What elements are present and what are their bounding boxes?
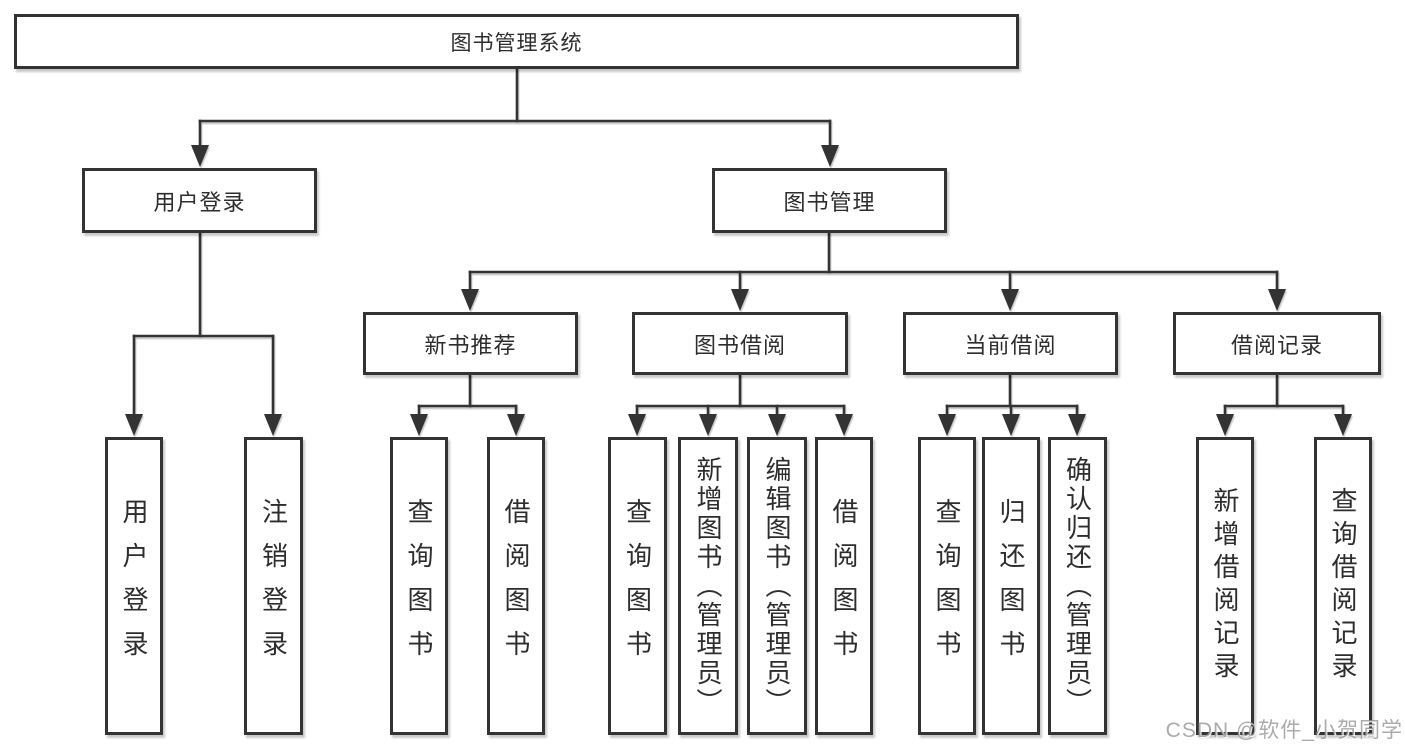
leaf-confirm-return-admin: 确认归还（管理员） xyxy=(1048,437,1107,735)
leaf-label: 新增借阅记录 xyxy=(1210,487,1240,685)
leaf-query-books: 查询图书 xyxy=(390,437,448,735)
node-library-management-system: 图书管理系统 xyxy=(14,14,1019,69)
leaf-query-books: 查询图书 xyxy=(608,437,667,735)
leaf-add-borrow-record: 新增借阅记录 xyxy=(1196,437,1254,735)
node-label: 新书推荐 xyxy=(424,332,517,358)
node-label: 用户登录 xyxy=(153,189,246,215)
leaf-borrow-books: 借阅图书 xyxy=(487,437,545,735)
leaf-borrow-books: 借阅图书 xyxy=(815,437,873,735)
node-borrowing-records: 借阅记录 xyxy=(1173,312,1381,375)
leaf-label: 查询图书 xyxy=(404,498,434,674)
node-book-borrowing: 图书借阅 xyxy=(632,312,848,375)
leaf-label: 新增图书（管理员） xyxy=(693,455,723,717)
leaf-label: 查询借阅记录 xyxy=(1328,487,1358,685)
node-current-borrowing: 当前借阅 xyxy=(903,312,1118,375)
leaf-label: 归还图书 xyxy=(996,498,1026,674)
node-new-book-recommendation: 新书推荐 xyxy=(363,312,578,375)
leaf-label: 用户登录 xyxy=(119,498,149,674)
node-label: 借阅记录 xyxy=(1230,332,1323,358)
leaf-label: 编辑图书（管理员） xyxy=(762,455,792,717)
node-label: 图书管理 xyxy=(783,189,876,215)
leaf-label: 确认归还（管理员） xyxy=(1062,455,1093,717)
leaf-label: 借阅图书 xyxy=(501,498,531,674)
leaf-label: 注销登录 xyxy=(258,498,289,674)
node-user-login: 用户登录 xyxy=(82,168,317,233)
leaf-label: 查询图书 xyxy=(932,498,962,674)
node-label: 图书管理系统 xyxy=(450,31,583,55)
node-label: 当前借阅 xyxy=(964,332,1057,358)
node-label: 图书借阅 xyxy=(693,332,786,358)
leaf-label: 借阅图书 xyxy=(829,498,859,674)
leaf-logout: 注销登录 xyxy=(244,437,303,735)
leaf-label: 查询图书 xyxy=(622,498,653,674)
leaf-query-books: 查询图书 xyxy=(918,437,976,735)
leaf-edit-books-admin: 编辑图书（管理员） xyxy=(747,437,807,735)
leaf-return-books: 归还图书 xyxy=(982,437,1040,735)
leaf-query-borrow-record: 查询借阅记录 xyxy=(1314,437,1372,735)
leaf-add-books-admin: 新增图书（管理员） xyxy=(678,437,738,735)
node-book-management: 图书管理 xyxy=(712,168,947,233)
leaf-user-login: 用户登录 xyxy=(105,437,163,735)
csdn-watermark: CSDN @软件_小贺同学 xyxy=(1165,719,1403,742)
